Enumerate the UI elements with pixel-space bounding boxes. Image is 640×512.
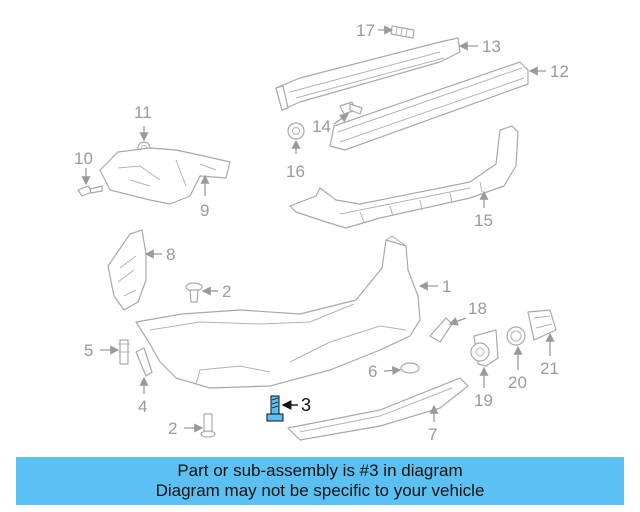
part-17-pin: [390, 25, 415, 39]
part-4-reflector: [135, 347, 153, 377]
callout-15: 15: [474, 211, 493, 230]
callout-16: 16: [286, 162, 305, 181]
callout-11: 11: [134, 103, 152, 122]
part-9-side-bracket: [99, 147, 231, 205]
part-6-plug: [400, 362, 420, 374]
caption-bar: Part or sub-assembly is #3 in diagram Di…: [16, 457, 624, 505]
callout-18: 18: [468, 299, 487, 318]
callout-21: 21: [540, 359, 559, 378]
callout-2-upper: 2: [222, 282, 231, 301]
part-3-bolt-highlighted[interactable]: [266, 395, 284, 422]
callout-14: 14: [312, 117, 331, 136]
callout-10: 10: [74, 149, 93, 168]
callout-9: 9: [200, 201, 209, 220]
callout-17: 17: [356, 21, 375, 40]
callout-1: 1: [442, 277, 451, 296]
part-16-nut: [287, 122, 305, 140]
part-7-lower-valance: [287, 377, 469, 441]
leader-lines: [81, 25, 555, 433]
callout-19: 19: [474, 391, 493, 410]
part-12-absorber: [329, 61, 529, 151]
part-14-bolt: [339, 101, 363, 115]
part-5-retainer: [118, 339, 130, 365]
part-15-bracket-beam: [289, 125, 519, 229]
part-18-cover-strip: [429, 317, 453, 343]
callout-8: 8: [166, 245, 175, 264]
caption-part-line: Part or sub-assembly is #3 in diagram: [177, 461, 463, 480]
part-1-bumper-cover: [135, 235, 421, 389]
part-21-sensor-bracket: [527, 309, 557, 341]
part-2-push-pin-upper: [185, 282, 203, 303]
part-10-screw: [77, 185, 103, 197]
callout-12: 12: [550, 62, 569, 81]
part-20-sensor-ring: [506, 326, 526, 346]
callout-3-highlighted: 3: [301, 395, 311, 415]
callout-2-lower: 2: [168, 419, 177, 438]
part-2-push-pin-lower: [200, 413, 216, 438]
callout-7: 7: [428, 425, 437, 444]
caption-disclaimer-line: Diagram may not be specific to your vehi…: [155, 481, 485, 500]
callout-20: 20: [508, 373, 527, 392]
callout-13: 13: [482, 37, 501, 56]
callout-4: 4: [138, 397, 147, 416]
callout-5: 5: [84, 341, 93, 360]
part-19-parking-sensor: [470, 329, 499, 367]
part-13-reinforcement: [275, 37, 461, 111]
callout-6: 6: [368, 362, 377, 381]
part-8-side-support: [107, 229, 147, 311]
callout-labels: 17 13 12 14 16 15 11 10 9 8 2 1 18 5 4 6…: [74, 21, 569, 444]
